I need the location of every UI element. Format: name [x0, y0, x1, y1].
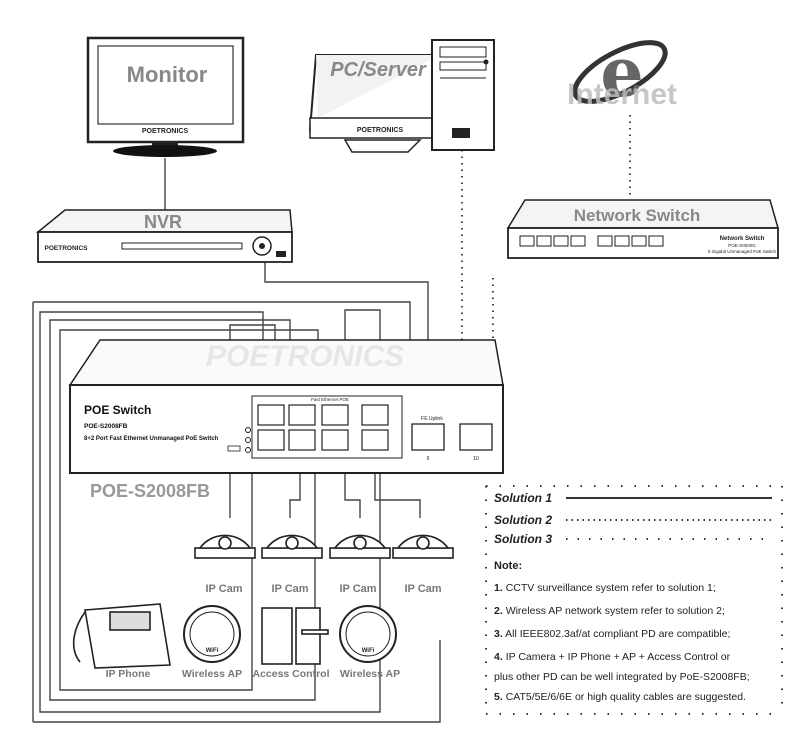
- uplink-ports: [411, 423, 493, 451]
- ip-cam-label-1: IP Cam: [205, 583, 242, 595]
- ip-cam-1: [194, 534, 256, 559]
- legend-solution-3: Solution 3: [494, 532, 552, 546]
- pc-server-device: PC/Server POETRONICS: [308, 39, 495, 153]
- wireless-ap-1: [183, 605, 241, 663]
- poe-switch-model: POE-S2008FB: [84, 423, 128, 430]
- monitor-brand: POETRONICS: [142, 128, 189, 135]
- ip-cam-label-4: IP Cam: [404, 583, 441, 595]
- wireless-ap-2: [339, 605, 397, 663]
- pc-server-brand: POETRONICS: [357, 127, 404, 134]
- wireless-ap-label-1: Wireless AP: [182, 668, 242, 680]
- note-item-1: 1. CCTV surveillance system refer to sol…: [494, 582, 716, 594]
- note-item-4: 4. IP Camera + IP Phone + AP + Access Co…: [494, 651, 731, 663]
- network-switch-device: Network Switch Network Switch POE-S0000G…: [506, 199, 779, 259]
- poe-switch-desc: 8+2 Port Fast Ethernet Unmanaged PoE Swi…: [84, 436, 219, 442]
- network-switch-panel-title: Network Switch: [720, 236, 765, 242]
- poe-switch-watermark: POETRONICS: [206, 340, 404, 373]
- note-item-5: 5. CAT5/5E/6/6E or high quality cables a…: [494, 691, 746, 703]
- internet-label: Internet: [567, 78, 677, 111]
- port-9-label: 9: [427, 456, 430, 462]
- wifi-text-1: WiFi: [206, 648, 219, 654]
- note-item-4-cont: plus other PD can be well integrated by …: [494, 671, 750, 683]
- legend-solution-2: Solution 2: [494, 513, 552, 527]
- poe-switch-device: POETRONICS POE Switch POE-S2008FB 8+2 Po…: [68, 339, 504, 501]
- ip-phone-device: [72, 603, 171, 669]
- internet-icon: e Internet: [567, 33, 677, 113]
- poe-ports: [257, 404, 389, 451]
- notes-title: Note:: [494, 560, 523, 572]
- poe-switch-title: POE Switch: [84, 403, 151, 417]
- note-item-3: 3. All IEEE802.3af/at compliant PD are c…: [494, 628, 731, 640]
- ip-cam-label-3: IP Cam: [339, 583, 376, 595]
- ip-cam-3: [329, 534, 391, 559]
- monitor-label: Monitor: [127, 62, 208, 87]
- nvr-device: NVR POETRONICS: [35, 209, 293, 263]
- poe-switch-port-header: Fast Ethernet POE: [311, 397, 349, 402]
- port-10-label: 10: [473, 456, 479, 462]
- svg-text:e: e: [600, 33, 643, 113]
- nvr-label: NVR: [144, 212, 182, 232]
- monitor-device: Monitor POETRONICS: [86, 36, 245, 157]
- wifi-text-2: WiFi: [362, 648, 375, 654]
- notes-panel: Solution 1 Solution 2 Solution 3 Note: 1…: [484, 484, 784, 716]
- wireless-ap-label-2: Wireless AP: [340, 668, 400, 680]
- notes-border: [485, 485, 783, 715]
- poe-switch-model-caption: POE-S2008FB: [90, 481, 210, 501]
- ip-cameras: [194, 534, 454, 559]
- legend-solution-1: Solution 1: [494, 491, 552, 505]
- ip-cam-label-2: IP Cam: [271, 583, 308, 595]
- note-item-2: 2. Wireless AP network system refer to s…: [494, 605, 725, 617]
- network-switch-panel-model: POE-S0000G: [728, 243, 756, 248]
- access-control-label: Access Control: [252, 668, 329, 680]
- ip-cam-4: [392, 534, 454, 559]
- nvr-brand: POETRONICS: [45, 245, 89, 252]
- network-switch-label: Network Switch: [574, 206, 701, 225]
- ip-phone-label: IP Phone: [106, 668, 151, 680]
- solution2-cables: [461, 150, 494, 430]
- access-control-device: [261, 607, 329, 665]
- uplink-label: FE Uplink: [421, 416, 443, 422]
- ip-cam-2: [261, 534, 323, 559]
- pc-server-label: PC/Server: [330, 59, 427, 81]
- network-switch-panel-desc: 8 Gigabit Unmanaged PoE Switch: [708, 249, 777, 254]
